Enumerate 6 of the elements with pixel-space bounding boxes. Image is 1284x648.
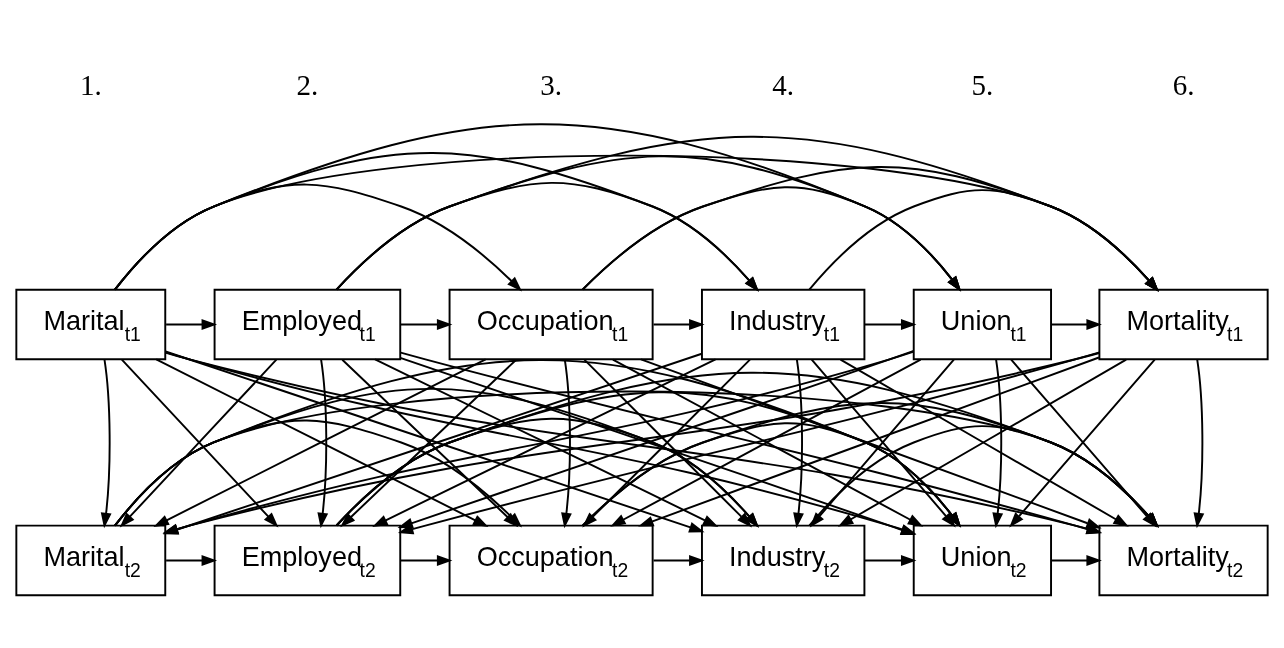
label: 6.: [1172, 68, 1195, 101]
label: 4.: [772, 68, 795, 101]
label: 3.: [540, 68, 562, 101]
label: 2.: [296, 68, 319, 101]
label: 1.: [79, 68, 102, 101]
label: 5.: [971, 68, 994, 101]
